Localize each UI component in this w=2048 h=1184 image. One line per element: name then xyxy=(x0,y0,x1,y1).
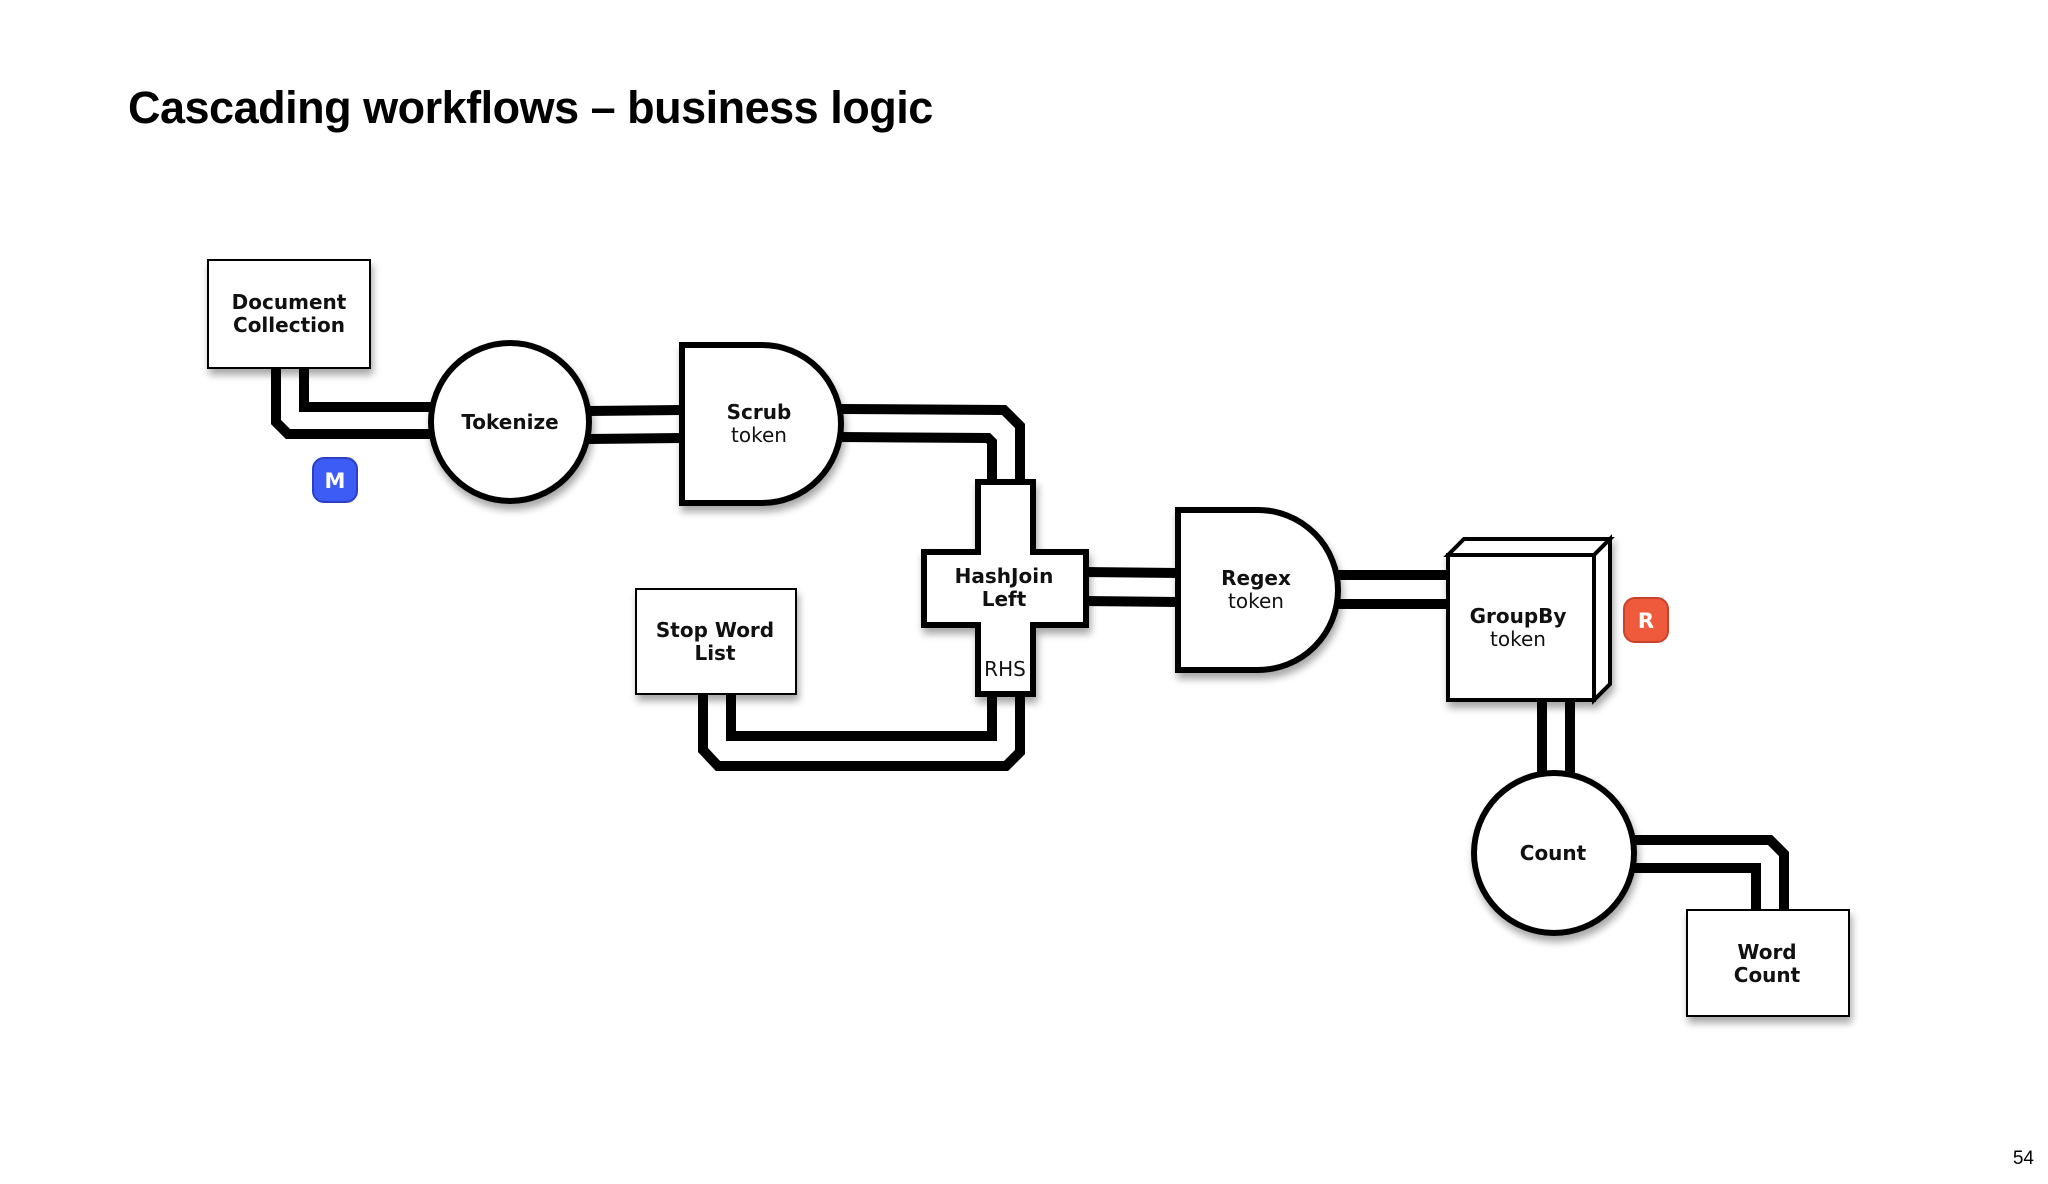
pipe-hashjoin-to-regex xyxy=(1082,567,1181,607)
groupby-label: GroupBy xyxy=(1470,604,1567,628)
word-count-label-2: Count xyxy=(1734,963,1801,987)
tokenize-node[interactable]: Tokenize xyxy=(428,340,592,504)
tokenize-label: Tokenize xyxy=(461,410,558,434)
regex-sublabel: token xyxy=(1228,589,1284,613)
stop-word-list-node[interactable]: Stop Word List xyxy=(635,588,797,695)
word-count-node[interactable]: Word Count xyxy=(1686,909,1850,1017)
count-label: Count xyxy=(1520,841,1587,865)
scrub-sublabel: token xyxy=(731,423,787,447)
reduce-badge-label: R xyxy=(1638,609,1654,633)
pipe-tokenize-to-scrub xyxy=(587,405,683,444)
hashjoin-node[interactable]: HashJoin Left RHS xyxy=(921,479,1089,697)
document-collection-label-2: Collection xyxy=(233,313,345,337)
scrub-node[interactable]: Scrub token xyxy=(679,342,844,506)
document-collection-label-1: Document xyxy=(232,290,347,314)
hashjoin-rhs-port: RHS xyxy=(984,657,1026,681)
hashjoin-label-2: Left xyxy=(982,587,1027,611)
map-badge: M xyxy=(312,457,358,503)
regex-node[interactable]: Regex token xyxy=(1175,507,1341,673)
map-badge-label: M xyxy=(325,469,346,493)
slide-title: Cascading workflows – business logic xyxy=(128,82,933,133)
pipe-scrub-to-hashjoin xyxy=(839,404,1025,482)
stop-word-list-label-1: Stop Word xyxy=(656,618,774,642)
pipe-document-to-tokenize xyxy=(271,368,436,439)
pipe-groupby-to-count xyxy=(1537,700,1575,778)
groupby-node[interactable]: GroupBy token xyxy=(1443,534,1615,705)
reduce-badge: R xyxy=(1623,597,1669,643)
pipe-count-to-wordcount xyxy=(1634,835,1789,912)
count-node[interactable]: Count xyxy=(1471,770,1637,936)
word-count-label-1: Word xyxy=(1737,940,1796,964)
scrub-label: Scrub xyxy=(727,400,792,424)
document-collection-node[interactable]: Document Collection xyxy=(207,259,371,369)
hashjoin-label-1: HashJoin xyxy=(955,564,1054,588)
page-number: 54 xyxy=(2012,1148,2034,1169)
stop-word-list-label-2: List xyxy=(694,641,736,665)
pipe-regex-to-groupby xyxy=(1338,570,1450,609)
regex-label: Regex xyxy=(1221,566,1291,590)
groupby-sublabel: token xyxy=(1490,627,1546,651)
pipe-stopwords-to-hashjoin xyxy=(698,692,1025,771)
